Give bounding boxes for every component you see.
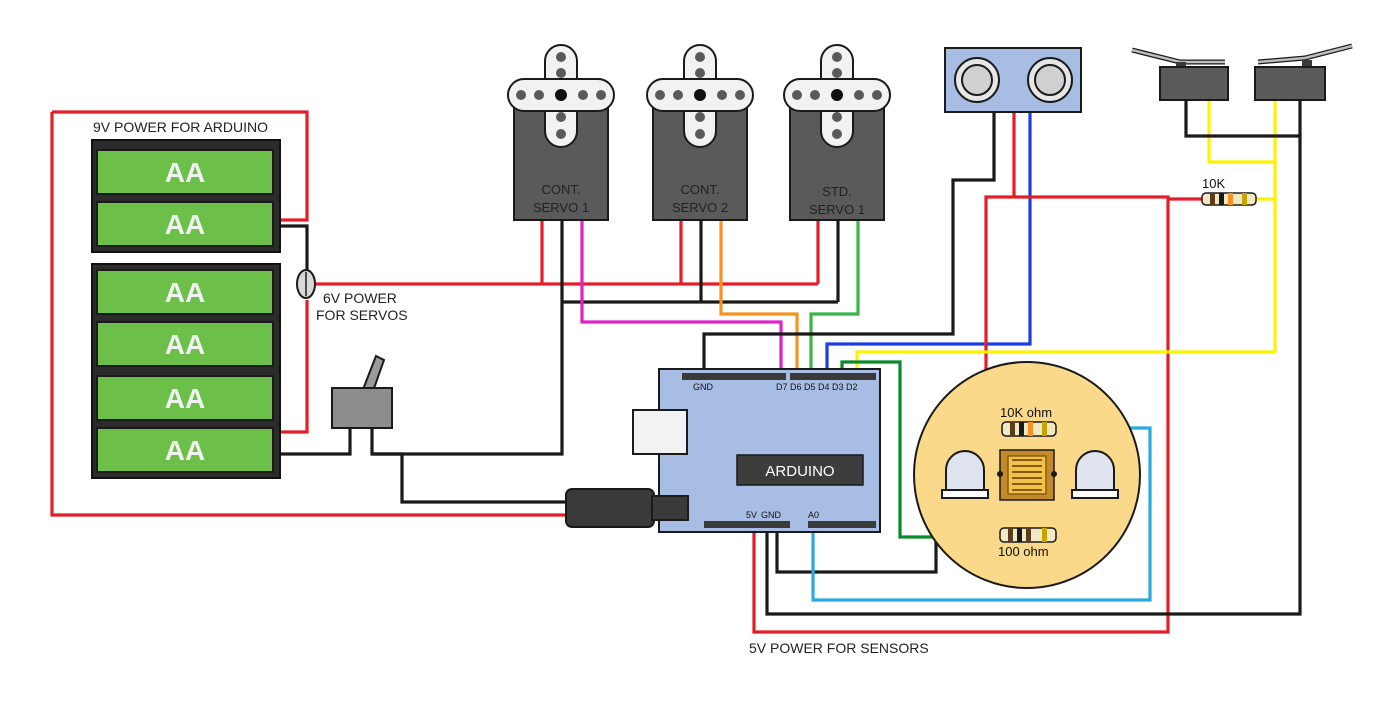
servo-horn-icon <box>783 44 891 148</box>
wires <box>50 100 1302 634</box>
wire-sonar-signal <box>825 112 1032 370</box>
battery-cell: AA <box>96 269 274 315</box>
battery-label: AA <box>165 435 205 466</box>
servo-label-2: SERVO 1 <box>533 200 589 215</box>
battery-cell: AA <box>96 375 274 421</box>
wire-9v-power-return <box>50 112 568 517</box>
arduino-board: GND D7 D6 D5 D4 D3 D2 ARDUINO 5V GND A0 <box>632 368 881 533</box>
servo-horn-icon <box>646 44 754 148</box>
label-6v-power-2: FOR SERVOS <box>316 307 408 323</box>
servo-label-2: SERVO 1 <box>809 202 865 217</box>
servo-label-1: STD. <box>822 184 852 199</box>
wire-battery-red-lower <box>278 300 309 434</box>
light-sensor-board: 10K ohm 100 ohm <box>913 361 1141 589</box>
label-6v-power: 6V POWER <box>323 290 397 306</box>
wire-servo1-ground <box>370 220 564 456</box>
battery-cell: AA <box>96 321 274 367</box>
wire-bumper-yellow-right <box>855 100 1277 370</box>
pin-label-gnd-top: GND <box>693 382 714 392</box>
pin-label-digital: D7 D6 D5 D4 D3 D2 <box>776 382 858 392</box>
wire-switch-battery <box>278 428 352 456</box>
wire-servo3-signal <box>809 220 860 370</box>
resistor-label: 100 ohm <box>998 544 1049 559</box>
wire-9v-power <box>52 110 309 222</box>
bumper-switch-right <box>1254 43 1353 101</box>
battery-label: AA <box>165 209 205 240</box>
battery-label: AA <box>165 383 205 414</box>
wire-servo1-signal <box>580 220 783 370</box>
led-right-icon <box>1071 450 1119 499</box>
resistor-10k-ldr: 10K ohm <box>1000 405 1057 437</box>
resistor-label: 10K <box>1202 176 1225 191</box>
servo-label-1: CONT. <box>681 182 720 197</box>
servo-std-1: STD. SERVO 1 <box>783 44 891 221</box>
bumper-switch-left <box>1131 47 1229 101</box>
battery-cell: AA <box>96 201 274 247</box>
wire-sonar-ground <box>702 112 996 370</box>
wire-switch-barrel <box>372 452 568 504</box>
battery-cell: AA <box>96 427 274 473</box>
wire-bumper-yellow-left <box>1207 100 1275 164</box>
arduino-label: ARDUINO <box>765 463 834 480</box>
label-9v-power: 9V POWER FOR ARDUINO <box>93 119 268 135</box>
wire-battery-black-top <box>278 224 309 270</box>
servo-label-2: SERVO 2 <box>672 200 728 215</box>
wire-servo2-signal <box>719 220 799 370</box>
servo-cont-1: CONT. SERVO 1 <box>507 44 615 221</box>
ultrasonic-sensor <box>944 47 1082 113</box>
photoresistor <box>997 449 1057 501</box>
resistor-100-ohm: 100 ohm <box>998 527 1057 559</box>
pin-label-5v: 5V <box>746 510 757 520</box>
battery-cell: AA <box>96 149 274 195</box>
led-left-icon <box>941 450 989 499</box>
resistor-label: 10K ohm <box>1000 405 1052 420</box>
barrel-plug <box>565 488 689 528</box>
power-connector-6v <box>296 269 316 299</box>
pin-label-gnd-bottom: GND <box>761 510 782 520</box>
label-5v-power: 5V POWER FOR SENSORS <box>749 640 929 656</box>
servo-cont-2: CONT. SERVO 2 <box>646 44 754 221</box>
wire-bumper-ground <box>765 100 1302 616</box>
battery-label: AA <box>165 329 205 360</box>
toggle-switch <box>331 354 393 429</box>
battery-label: AA <box>165 157 205 188</box>
servo-horn-icon <box>507 44 615 148</box>
batteries: AA AA AA AA AA AA <box>96 149 274 473</box>
resistor-10k-bumper: 10K <box>1201 176 1257 206</box>
servo-label-1: CONT. <box>542 182 581 197</box>
battery-label: AA <box>165 277 205 308</box>
pin-label-a0: A0 <box>808 510 819 520</box>
